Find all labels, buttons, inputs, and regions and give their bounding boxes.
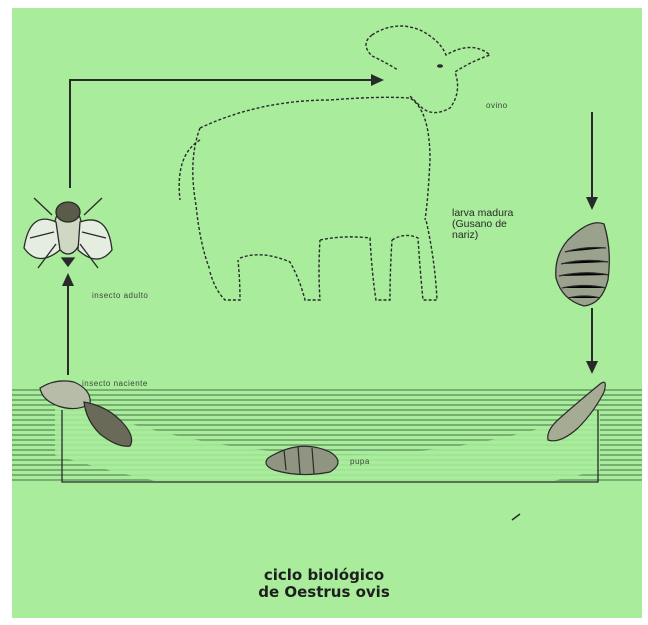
title-line-2: de Oestrus ovis — [0, 584, 648, 601]
diagram-title: ciclo biológico de Oestrus ovis — [0, 567, 648, 601]
lamb-eye — [437, 64, 443, 68]
label-mature-larva: larva madura (Gusano de nariz) — [452, 208, 513, 241]
ink-mark — [512, 514, 520, 520]
adult-fly-illustration — [24, 198, 112, 268]
label-ovine-host: ovino — [486, 100, 508, 112]
title-line-1: ciclo biológico — [0, 567, 648, 584]
label-adult-insect: insecto adulto — [92, 290, 148, 302]
cycle-arrows — [68, 80, 592, 375]
lamb-illustration — [179, 26, 490, 300]
mature-larva-illustration — [556, 223, 610, 306]
label-pupa: pupa — [350, 456, 370, 468]
label-newborn-insect: insecto naciente — [82, 378, 148, 390]
arrowheads — [62, 74, 598, 374]
